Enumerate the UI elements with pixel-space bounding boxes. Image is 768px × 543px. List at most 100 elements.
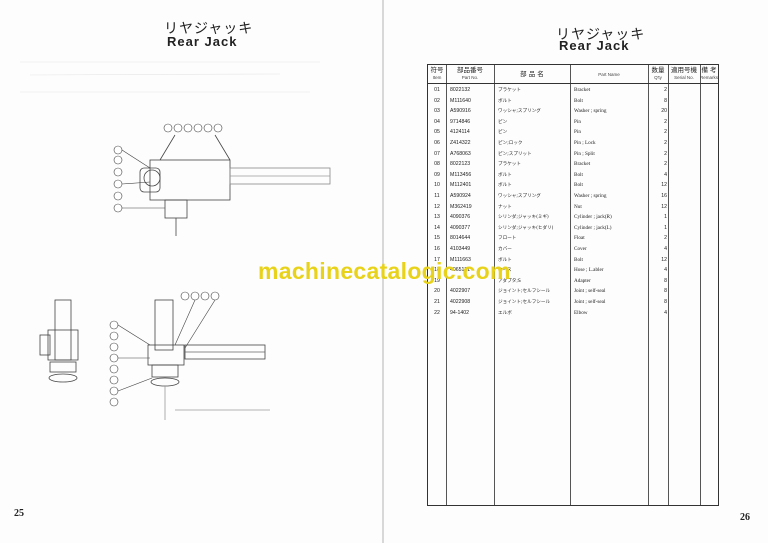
row-item: 01 <box>434 87 440 93</box>
row-item: 02 <box>434 97 440 104</box>
row-part-name: Adapter <box>574 277 591 284</box>
row-name-jp: ワッシャ;スプリング <box>498 194 541 199</box>
row-name-jp: シリンダ;ジャッキ(ミギ) <box>498 215 549 221</box>
row-item: 17 <box>434 256 440 263</box>
row-part-name: Washer ; spring <box>574 108 607 115</box>
row-item: 13 <box>434 214 440 221</box>
left-page: リヤジャッキ Rear Jack <box>0 0 383 543</box>
row-name-jp: ナット <box>498 204 512 210</box>
row-name-jp: アダプタ;S <box>498 278 521 284</box>
row-item: 16 <box>434 246 440 252</box>
row-qty: 16 <box>661 193 667 199</box>
row-part-name: Cover <box>574 246 587 252</box>
row-part-name: Bolt <box>574 182 583 189</box>
exploded-diagram <box>20 61 331 420</box>
right-page-number: 26 <box>740 512 750 523</box>
row-item: 09 <box>434 171 440 178</box>
row-qty: 4 <box>664 309 667 316</box>
watermark: machinecatalogic.com <box>258 258 511 284</box>
left-page-title-en: Rear Jack <box>167 34 238 49</box>
row-part-no: 4090376 <box>450 214 471 221</box>
row-qty: 20 <box>661 108 667 115</box>
row-qty: 12 <box>661 182 667 189</box>
row-name-jp: ピン <box>498 119 508 125</box>
row-part-no: M362419 <box>450 203 472 210</box>
row-part-no: 8022123 <box>450 161 471 168</box>
row-name-jp: ジョイント;セルフシール <box>498 300 551 305</box>
row-item: 15 <box>434 235 440 242</box>
table-row: 10 M112401 ボルト Bolt 12 <box>428 180 718 191</box>
row-name-jp: ブラケット <box>498 88 521 93</box>
row-part-name: Pin <box>574 129 581 136</box>
table-row: 17 M111663 ボルト Bolt 12 <box>428 255 718 266</box>
row-item: 12 <box>434 203 440 210</box>
row-qty: 1 <box>664 214 667 221</box>
row-name-jp: ホース <box>498 268 512 274</box>
row-item: 10 <box>434 182 440 189</box>
row-qty: 12 <box>661 256 667 263</box>
right-page: リヤジャッキ Rear Jack 26 <box>384 0 768 543</box>
row-qty: 12 <box>661 203 667 210</box>
row-part-no: 8022132 <box>450 87 471 93</box>
row-part-no: M112401 <box>450 182 472 189</box>
row-part-name: Nut <box>574 203 582 210</box>
row-qty: 1 <box>664 224 667 231</box>
row-part-no: 4090377 <box>450 224 471 231</box>
row-name-jp: ボルト <box>498 257 512 263</box>
row-part-name: Pin <box>574 118 581 125</box>
row-part-no: A590924 <box>450 193 471 199</box>
row-part-name: Elbow <box>574 309 588 316</box>
side-jack-assembly <box>39 299 270 420</box>
row-part-name: Bolt <box>574 256 583 263</box>
row-part-name: Pin ; Split <box>574 150 595 157</box>
row-part-name: Bolt <box>574 97 583 104</box>
row-part-name: Joint ; self-seal <box>574 299 606 305</box>
row-name-jp: エルボ <box>498 310 512 316</box>
row-name-jp: ピン <box>498 130 508 136</box>
row-qty: 2 <box>664 87 667 93</box>
row-qty: 4 <box>664 267 667 274</box>
row-part-no: 9714846 <box>450 118 471 125</box>
row-item: 05 <box>434 129 440 136</box>
row-qty: 2 <box>664 150 667 157</box>
row-qty: 4 <box>664 246 667 252</box>
table-row: 13 4090376 シリンダ;ジャッキ(ミギ) Cylinder ; jack(R)… <box>428 212 718 223</box>
row-part-name: Bolt <box>574 171 583 178</box>
row-part-no: 94-1402 <box>450 309 470 316</box>
right-page-title-en: Rear Jack <box>559 38 630 53</box>
left-page-number: 25 <box>14 508 24 519</box>
row-part-no: 8014644 <box>450 235 471 242</box>
row-part-no: M111663 <box>450 256 471 263</box>
row-part-name: Cylinder ; jack(R) <box>574 214 612 221</box>
row-qty: 8 <box>664 288 667 295</box>
row-part-no: 4124114 <box>450 129 470 136</box>
row-item: 07 <box>434 150 440 157</box>
row-part-name: Pin ; Lock <box>574 140 596 146</box>
row-part-name: Hose ; L.abler <box>574 267 604 274</box>
row-part-no: M113456 <box>450 171 472 178</box>
row-item: 18 <box>434 267 440 274</box>
row-qty: 8 <box>664 97 667 104</box>
row-item: 19 <box>434 277 440 284</box>
row-name-jp: ボルト <box>498 183 512 189</box>
row-item: 11 <box>434 193 440 199</box>
table-row: 12 M362419 ナット Nut 12 <box>428 202 718 213</box>
row-part-name: Float <box>574 235 585 242</box>
right-page-title-jp: リヤジャッキ <box>556 27 646 43</box>
